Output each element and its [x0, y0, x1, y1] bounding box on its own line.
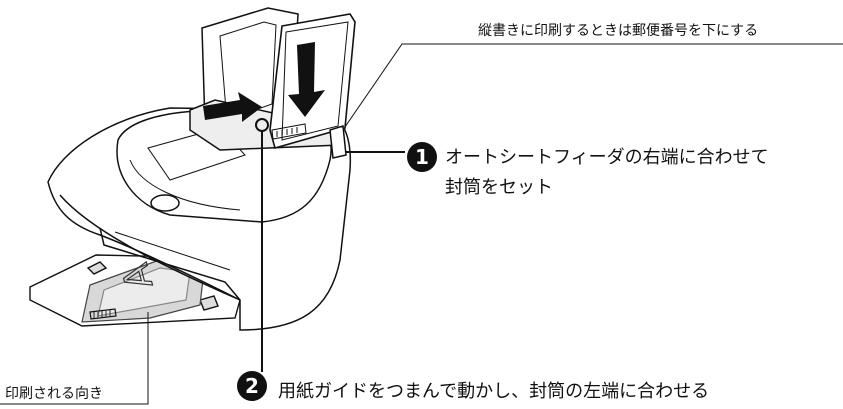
- orientation-label: 印刷される向き: [5, 386, 103, 402]
- top-note-leader: [335, 43, 843, 141]
- step-1-badge: 1: [407, 142, 437, 172]
- orientation-leader: [0, 312, 149, 405]
- step-2-text: 用紙ガイドをつまんで動かし、封筒の左端に合わせる: [278, 381, 710, 402]
- envelope-on-tray: [81, 257, 206, 323]
- step-1-line-1: オートシートフィーダの右端に合わせて: [445, 147, 769, 168]
- step-1-line-2: 封筒をセット: [445, 177, 553, 198]
- top-note: 縦書きに印刷するときは郵便番号を下にする: [478, 23, 759, 39]
- slide-arrow-right: [203, 92, 262, 122]
- insert-arrow-down: [288, 42, 325, 117]
- guide-leader: [255, 118, 269, 372]
- right-feeder-guide: [329, 125, 347, 159]
- step-1-text: オートシートフィーダの右端に合わせて 封筒をセット: [445, 143, 769, 203]
- step-2-badge: 2: [237, 371, 267, 401]
